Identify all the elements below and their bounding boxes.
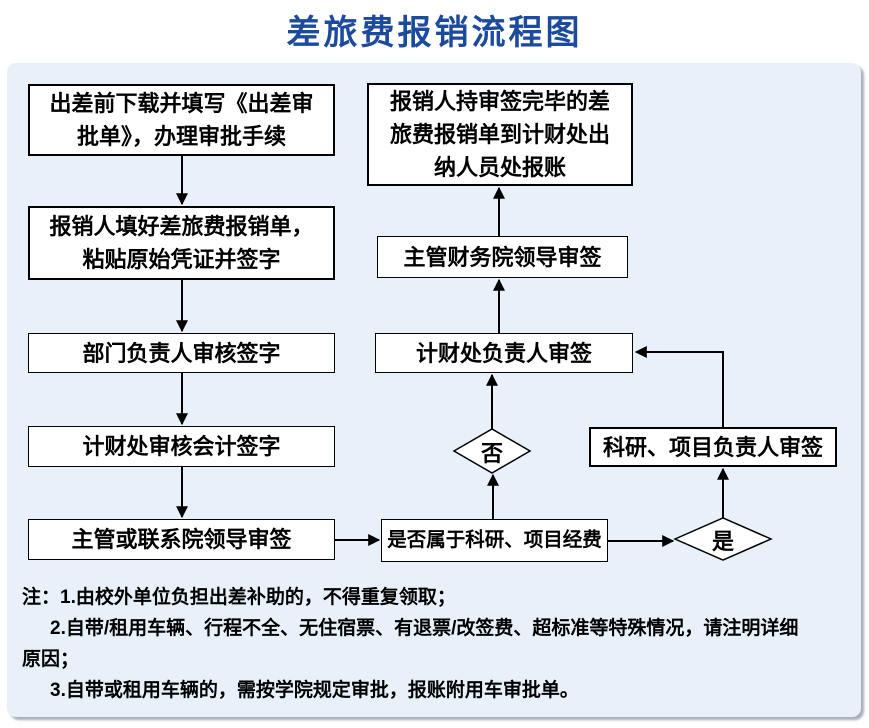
flow-step-accounting-review-sign: 计财处审核会计签字 xyxy=(28,426,335,467)
flow-step-final-reimbursement: 报销人持审签完毕的差旅费报销单到计财处出纳人员处报账 xyxy=(367,83,633,186)
flow-decision-project-funding: 是否属于科研、项目经费 xyxy=(381,519,608,562)
flow-step-dean-review-sign: 主管或联系院领导审签 xyxy=(28,519,335,560)
diamond-label-yes: 是 xyxy=(711,529,735,554)
flow-step-fill-approval-form: 出差前下载并填写《出差审批单》，办理审批手续 xyxy=(28,84,335,156)
footnotes: 注：1.由校外单位负担出差补助的，不得重复领取； 2.自带/租用车辆、行程不全、… xyxy=(22,582,852,706)
footnote-line-1: 注：1.由校外单位负担出差补助的，不得重复领取； xyxy=(22,587,456,608)
footnote-line-4: 3.自带或租用车辆的，需按学院规定审批，报账附用车审批单。 xyxy=(50,680,579,701)
flow-step-project-leader-sign: 科研、项目负责人审签 xyxy=(589,427,837,467)
page-title: 差旅费报销流程图 xyxy=(286,15,583,52)
flow-step-finance-dean-sign: 主管财务院领导审签 xyxy=(377,236,628,278)
footnote-line-3: 原因； xyxy=(22,649,80,670)
flow-step-fill-reimbursement-form: 报销人填好差旅费报销单，粘贴原始凭证并签字 xyxy=(28,206,335,280)
flow-step-finance-head-sign: 计财处负责人审签 xyxy=(375,333,633,373)
footnote-line-2: 2.自带/租用车辆、行程不全、无住宿票、有退票/改签费、超标准等特殊情况，请注明… xyxy=(50,618,799,639)
diamond-label-no: 否 xyxy=(480,441,504,466)
flow-step-department-head-sign: 部门负责人审核签字 xyxy=(28,333,335,373)
